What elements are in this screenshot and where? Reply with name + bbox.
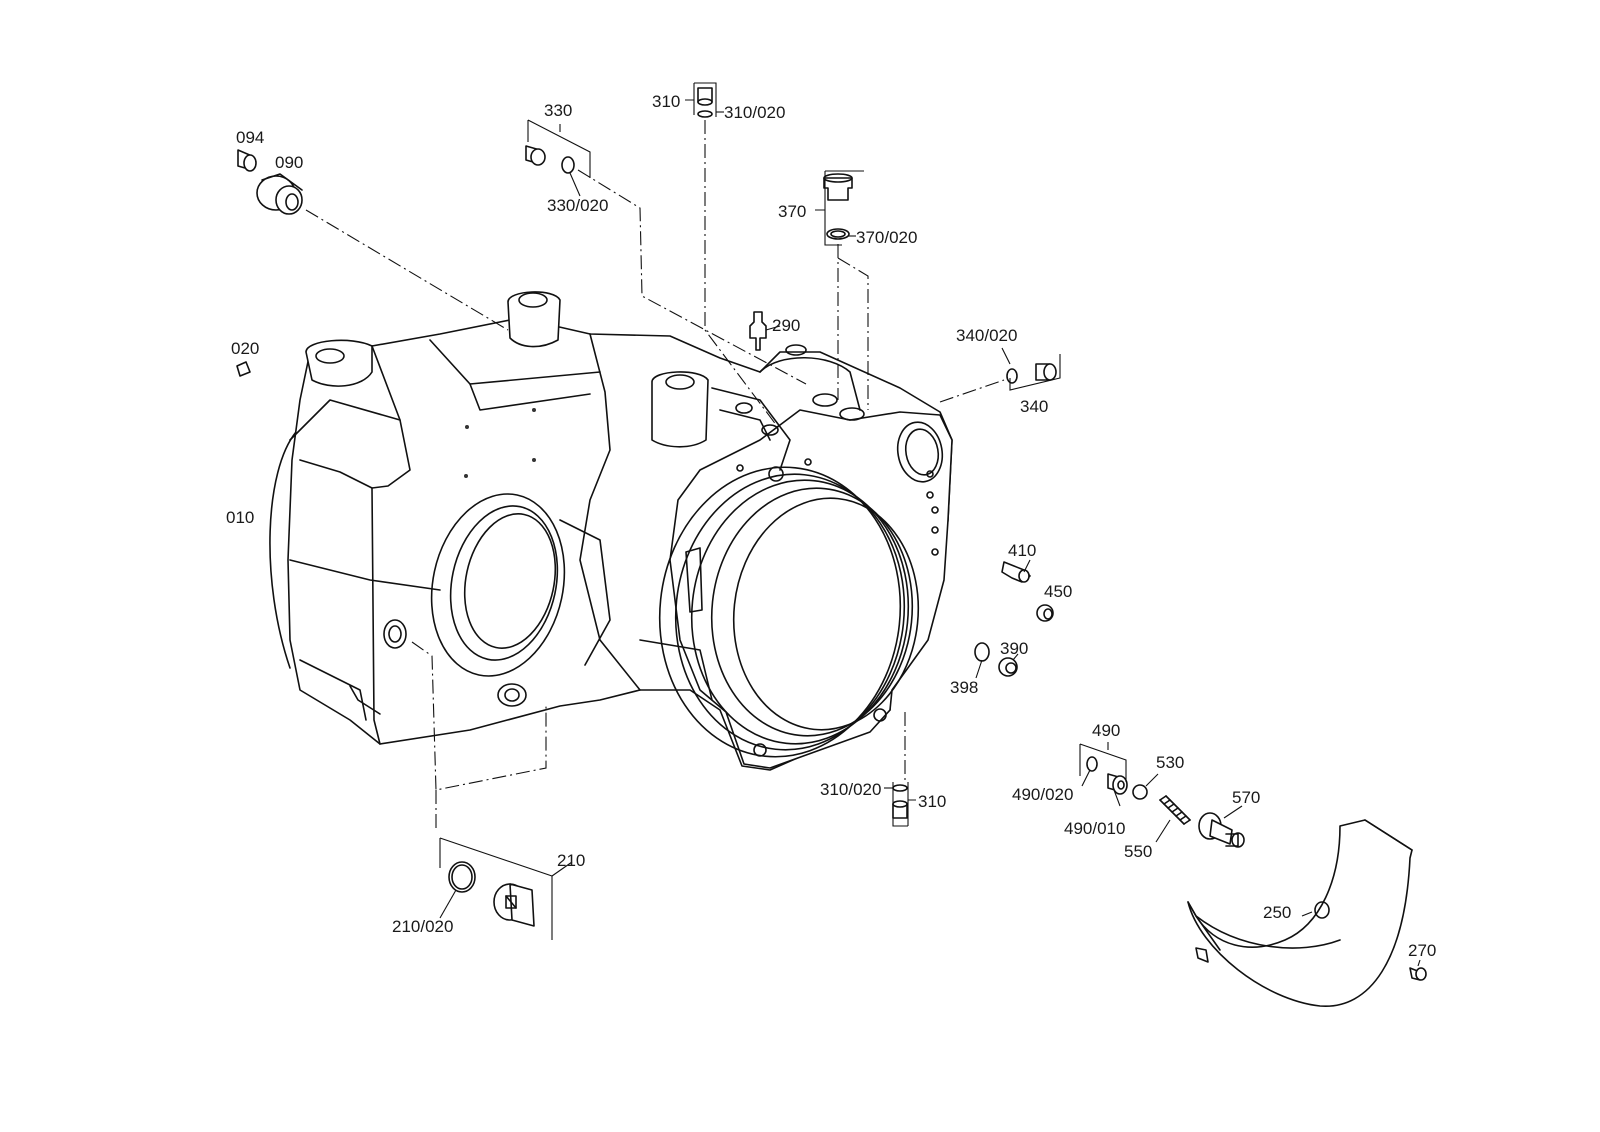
label-210: 210 xyxy=(557,851,585,870)
label-090: 090 xyxy=(275,153,303,172)
label-310-020-bottom: 310/020 xyxy=(820,780,881,799)
label-290: 290 xyxy=(772,316,800,335)
label-550: 550 xyxy=(1124,842,1152,861)
part-340-plug xyxy=(1006,363,1057,384)
label-340: 340 xyxy=(1020,397,1048,416)
assembly-lines xyxy=(305,120,1005,830)
part-450-plug xyxy=(1036,604,1054,622)
housing-010 xyxy=(269,291,953,771)
label-490-020: 490/020 xyxy=(1012,785,1073,804)
label-330: 330 xyxy=(544,101,572,120)
part-290-breather xyxy=(749,311,767,351)
leader-lines xyxy=(439,82,1421,967)
part-310-top-plug xyxy=(697,87,713,118)
part-210-cover xyxy=(448,861,535,927)
part-398-ring xyxy=(974,642,990,662)
label-310-020-top: 310/020 xyxy=(724,103,785,122)
part-410-fitting xyxy=(1001,561,1031,583)
part-labels: 094 090 020 010 330 330/020 310 310/020 … xyxy=(226,92,1436,960)
label-570: 570 xyxy=(1232,788,1260,807)
part-310-bottom-plug xyxy=(892,784,908,819)
part-370-plug xyxy=(823,173,853,240)
label-530: 530 xyxy=(1156,753,1184,772)
label-210-020: 210/020 xyxy=(392,917,453,936)
part-490-valve xyxy=(1086,756,1128,795)
label-390: 390 xyxy=(1000,639,1028,658)
label-370-020: 370/020 xyxy=(856,228,917,247)
part-270-bolt xyxy=(1409,967,1427,981)
label-410: 410 xyxy=(1008,541,1036,560)
part-020-pin xyxy=(236,361,251,377)
label-490: 490 xyxy=(1092,721,1120,740)
label-490-010: 490/010 xyxy=(1064,819,1125,838)
part-094-plug xyxy=(237,149,257,172)
label-270: 270 xyxy=(1408,941,1436,960)
label-094: 094 xyxy=(236,128,264,147)
part-250-cover xyxy=(1187,819,1413,1007)
part-330-plug xyxy=(525,145,575,174)
label-450: 450 xyxy=(1044,582,1072,601)
label-250: 250 xyxy=(1263,903,1291,922)
label-020: 020 xyxy=(231,339,259,358)
label-310-bottom: 310 xyxy=(918,792,946,811)
part-390-plug xyxy=(998,657,1018,677)
part-550-spring xyxy=(1159,795,1191,825)
label-310-top: 310 xyxy=(652,92,680,111)
part-530-ball xyxy=(1132,784,1148,800)
label-010: 010 xyxy=(226,508,254,527)
label-398: 398 xyxy=(950,678,978,697)
label-370: 370 xyxy=(778,202,806,221)
label-330-020: 330/020 xyxy=(547,196,608,215)
label-340-020: 340/020 xyxy=(956,326,1017,345)
part-090-fitting xyxy=(256,173,303,215)
part-570-plug xyxy=(1198,812,1245,848)
